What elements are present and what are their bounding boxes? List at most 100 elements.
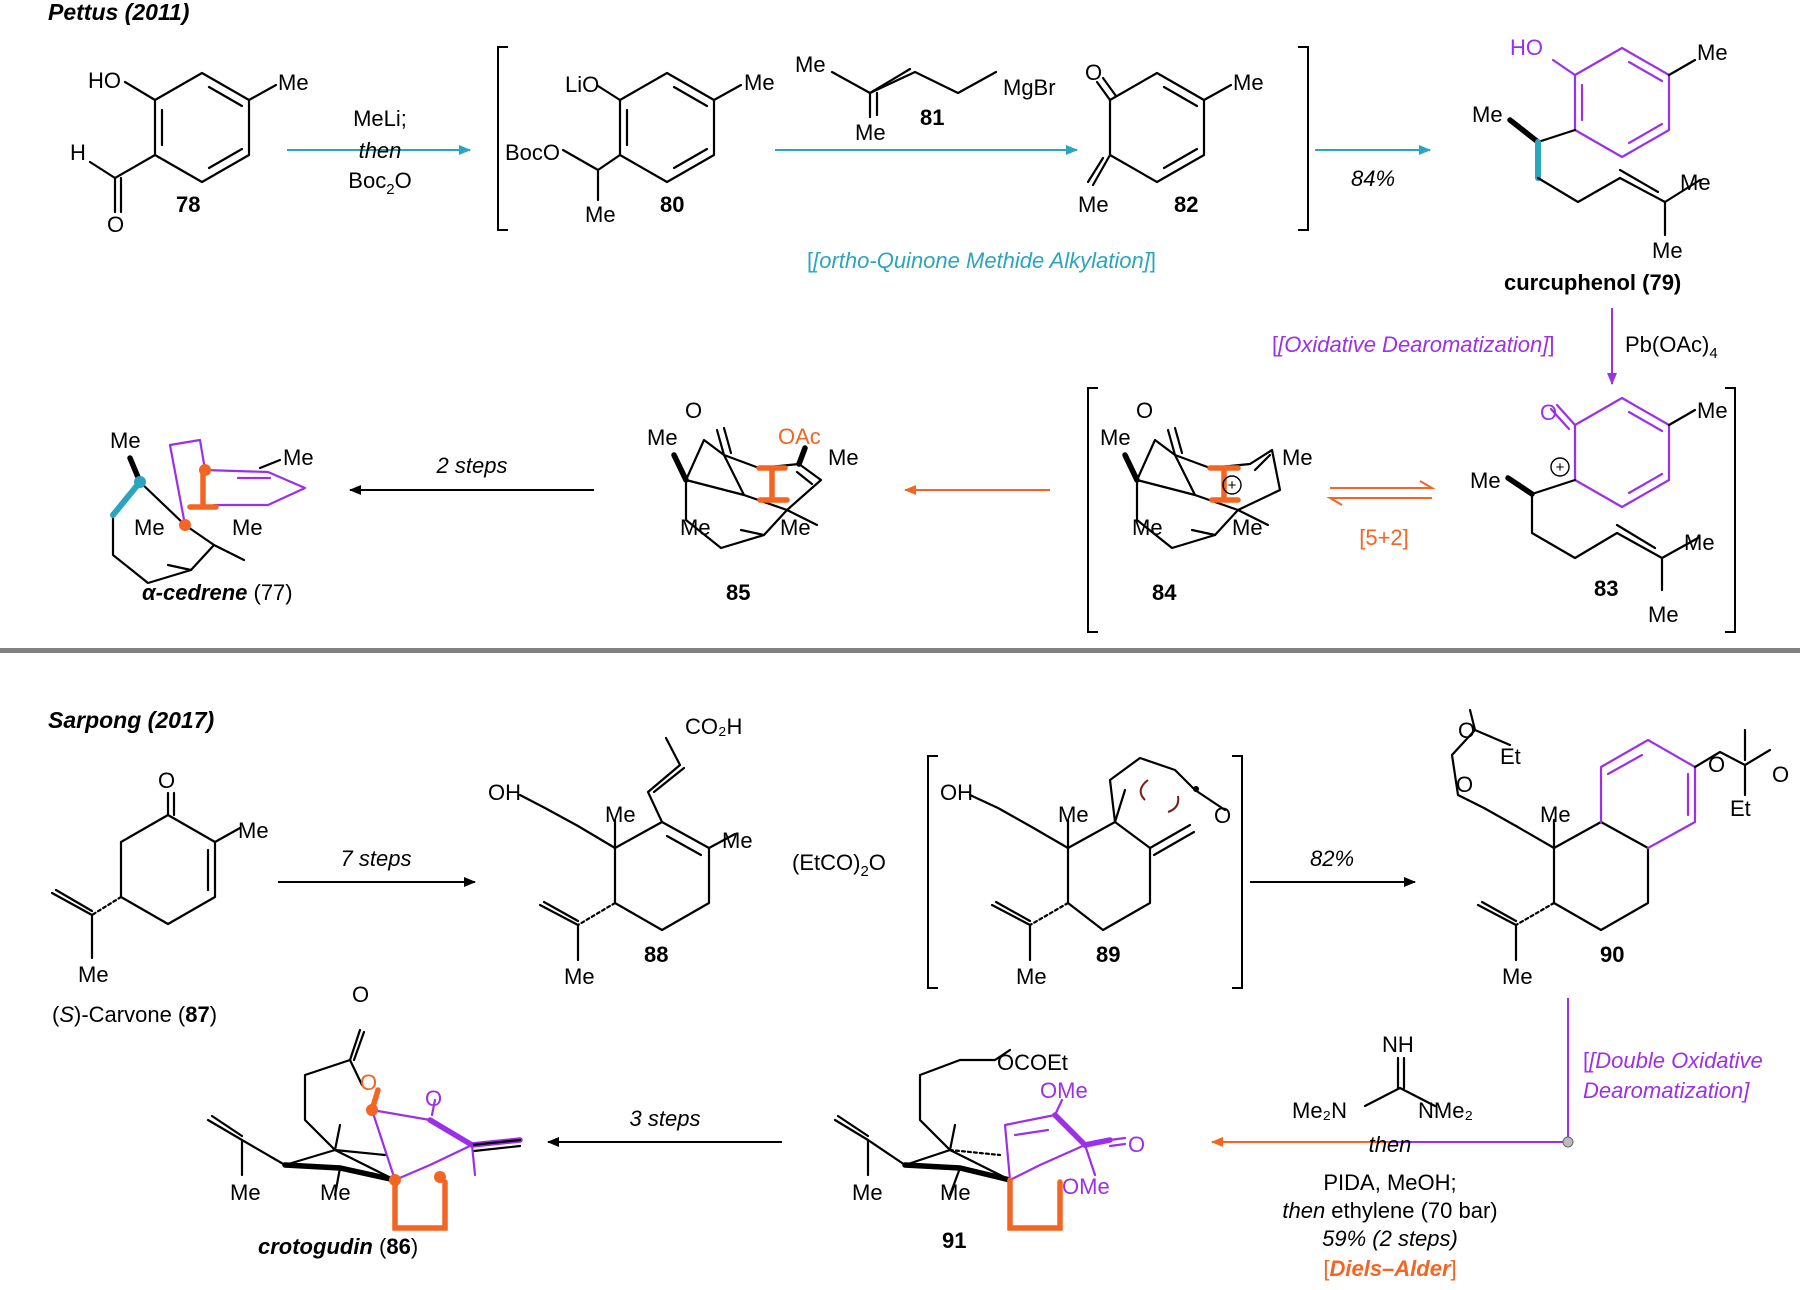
c79-me-b-label: Me bbox=[1652, 238, 1683, 263]
c85-number: 85 bbox=[726, 580, 750, 605]
c82-o-label: O bbox=[1085, 60, 1102, 85]
compound-87-carvone: O Me Me (S)-Carvone (87) bbox=[50, 768, 269, 1027]
cond-da: [Diels–Alder] bbox=[1323, 1256, 1456, 1281]
double-caption-2: Dearomatization] bbox=[1583, 1078, 1750, 1103]
c90-o1-label: O bbox=[1458, 718, 1475, 743]
c80-boco-label: BocO bbox=[505, 140, 560, 165]
c83-o-label: O bbox=[1540, 400, 1557, 425]
c90-number: 90 bbox=[1600, 942, 1624, 967]
guan-nh-label: NH bbox=[1382, 1032, 1414, 1057]
pettus-header: Pettus (2011) bbox=[48, 0, 189, 25]
c78-me-label: Me bbox=[278, 70, 309, 95]
c84-number: 84 bbox=[1152, 580, 1177, 605]
c83-me-side-label: Me bbox=[1470, 468, 1501, 493]
c84-me2-label: Me bbox=[1282, 445, 1313, 470]
c87-name: (S)-Carvone (87) bbox=[52, 1002, 217, 1027]
step-3-steps: 3 steps bbox=[630, 1106, 701, 1131]
c78-o-label: O bbox=[107, 212, 124, 237]
c77-me1-label: Me bbox=[110, 428, 141, 453]
step1-line1: MeLi; bbox=[353, 106, 407, 131]
c90-o4-label: O bbox=[1772, 762, 1789, 787]
c90-o2-label: O bbox=[1456, 772, 1473, 797]
c88-me3-label: Me bbox=[564, 964, 595, 989]
c84-me1-label: Me bbox=[1100, 425, 1131, 450]
double-caption-1: [[Double Oxidative bbox=[1583, 1048, 1763, 1073]
c90-me2-label: Me bbox=[1502, 964, 1533, 989]
bracket-right-3 bbox=[1232, 755, 1243, 989]
bracket-right-2 bbox=[1725, 387, 1736, 633]
c77-me2-label: Me bbox=[283, 445, 314, 470]
c85-me4-label: Me bbox=[780, 515, 811, 540]
compound-78: HO Me H O 78 bbox=[70, 68, 309, 237]
cond-pida: PIDA, MeOH; bbox=[1323, 1170, 1456, 1195]
yield-84: 84% bbox=[1351, 166, 1395, 191]
c87-o-label: O bbox=[158, 768, 175, 793]
c86-me1-label: Me bbox=[230, 1180, 261, 1205]
compound-80: LiO Me BocO Me 80 bbox=[505, 70, 775, 227]
c83-plus: + bbox=[1556, 459, 1565, 476]
purple-connector bbox=[1220, 998, 1569, 1143]
c81-me2-label: Me bbox=[855, 120, 886, 145]
c91-me2-label: Me bbox=[940, 1180, 971, 1205]
junction-dot bbox=[1562, 1136, 1574, 1148]
c79-ho-label: HO bbox=[1510, 35, 1543, 60]
compound-88: CO₂H OH Me Me Me 88 bbox=[488, 714, 753, 989]
bracket-left-2 bbox=[1087, 387, 1098, 633]
c90-me1-label: Me bbox=[1540, 802, 1571, 827]
c88-co2h-label: CO₂H bbox=[685, 714, 742, 739]
c90-et2-label: Et bbox=[1730, 796, 1751, 821]
c86-me2-label: Me bbox=[320, 1180, 351, 1205]
c81-mgbr-label: MgBr bbox=[1003, 75, 1056, 100]
c84-me3-label: Me bbox=[1132, 515, 1163, 540]
c91-me1-label: Me bbox=[852, 1180, 883, 1205]
oxid-reagent: Pb(OAc)4 bbox=[1625, 332, 1718, 362]
c82-number: 82 bbox=[1174, 192, 1198, 217]
teal-caption: [[ortho-Quinone Methide Alkylation]] bbox=[807, 248, 1156, 273]
c84-me4-label: Me bbox=[1232, 515, 1263, 540]
cond-yield: 59% (2 steps) bbox=[1322, 1226, 1458, 1251]
c80-number: 80 bbox=[660, 192, 684, 217]
yield-82: 82% bbox=[1310, 846, 1354, 871]
equilibrium-back bbox=[1326, 497, 1432, 506]
c89-number: 89 bbox=[1096, 942, 1120, 967]
c88-me2-label: Me bbox=[722, 828, 753, 853]
c89-oh-label: OH bbox=[940, 780, 973, 805]
c91-o-label: O bbox=[1128, 1132, 1145, 1157]
c83-number: 83 bbox=[1594, 576, 1618, 601]
c88-number: 88 bbox=[644, 942, 668, 967]
compound-82: O Me Me 82 bbox=[1078, 60, 1264, 217]
compound-81: Me Me MgBr 81 bbox=[795, 52, 1056, 145]
c88-oh-label: OH bbox=[488, 780, 521, 805]
step1-line3: Boc2O bbox=[348, 168, 411, 198]
compound-85: O OAc Me Me Me Me 85 bbox=[647, 398, 859, 605]
guan-nme2-label: NMe₂ bbox=[1418, 1098, 1473, 1123]
c91-number: 91 bbox=[942, 1228, 966, 1253]
guanidine: NH Me₂N NMe₂ bbox=[1292, 1032, 1473, 1123]
c91-ome1-label: OMe bbox=[1040, 1078, 1088, 1103]
c85-oac-label: OAc bbox=[778, 424, 821, 449]
compound-89: OH O Me Me 89 bbox=[940, 756, 1231, 989]
step1-line2: then bbox=[359, 138, 402, 163]
bracket-right-1 bbox=[1298, 46, 1309, 231]
c81-me1-label: Me bbox=[795, 52, 826, 77]
c84-plus: + bbox=[1228, 477, 1237, 494]
c86-o1-label: O bbox=[352, 982, 369, 1007]
reagent-anhydride: (EtCO)2O bbox=[792, 850, 886, 880]
c77-name: α-cedrene (77) bbox=[142, 580, 293, 605]
c83-me-b-label: Me bbox=[1648, 602, 1679, 627]
c90-et1-label: Et bbox=[1500, 744, 1521, 769]
c91-ocoet-label: OCOEt bbox=[997, 1050, 1068, 1075]
c80-lio-label: LiO bbox=[565, 72, 599, 97]
c86-o2-label: O bbox=[360, 1070, 377, 1095]
c82-me2-label: Me bbox=[1078, 192, 1109, 217]
c83-me-label: Me bbox=[1697, 398, 1728, 423]
c89-me1-label: Me bbox=[1058, 802, 1089, 827]
c79-name: curcuphenol (79) bbox=[1504, 270, 1681, 295]
compound-91: OCOEt OMe OMe O Me Me 91 bbox=[833, 1048, 1145, 1253]
step-2-steps: 2 steps bbox=[436, 453, 508, 478]
c87-me-label: Me bbox=[238, 818, 269, 843]
sarpong-header: Sarpong (2017) bbox=[48, 707, 214, 733]
oxid-caption: [[Oxidative Dearomatization]] bbox=[1272, 332, 1554, 357]
c77-me3-label: Me bbox=[134, 515, 165, 540]
